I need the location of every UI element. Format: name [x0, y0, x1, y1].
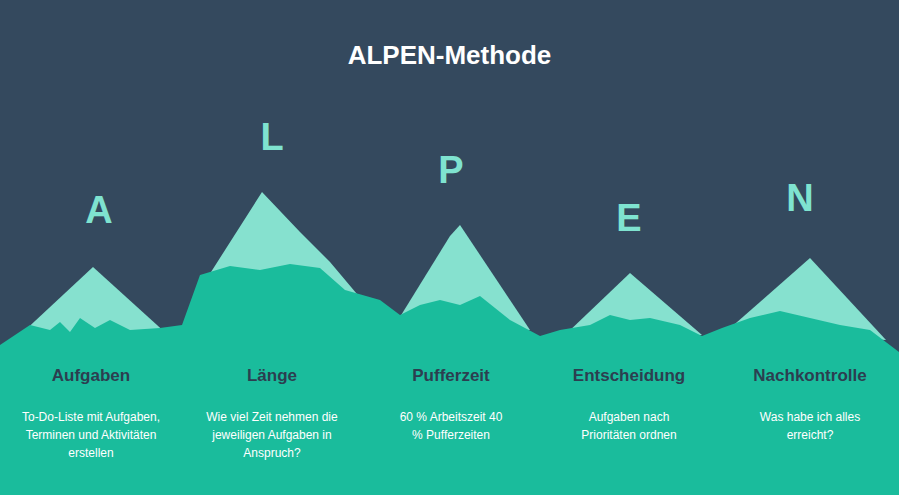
- mountain-letter: P: [356, 148, 546, 192]
- alpen-step: P Pufferzeit 60 % Arbeitszeit 40 % Pufferz…: [356, 0, 546, 495]
- mountain-letter: E: [534, 196, 724, 240]
- step-heading: Aufgaben: [52, 365, 130, 387]
- alpen-step: L LängeWie viel Zeit nehmen die jeweilige…: [177, 0, 367, 495]
- step-description: Was habe ich alles erreicht?: [745, 408, 875, 444]
- step-description: Aufgaben nach Prioritäten ordnen: [570, 408, 688, 444]
- step-heading: Länge: [247, 365, 297, 387]
- step-description: To-Do-Liste mit Aufgaben, Terminen und A…: [5, 408, 177, 462]
- mountain-letter: N: [705, 176, 895, 220]
- step-heading: Pufferzeit: [412, 365, 489, 387]
- step-description: 60 % Arbeitszeit 40 % Pufferzeiten: [396, 408, 506, 444]
- alpen-step: N NachkontrolleWas habe ich alles erreich…: [705, 0, 895, 495]
- mountain-letter: A: [4, 188, 194, 232]
- mountain-letter: L: [177, 115, 367, 159]
- step-description: Wie viel Zeit nehmen die jeweiligen Aufg…: [202, 408, 342, 462]
- alpen-step: E EntscheidungAufgaben nach Prioritäten o…: [534, 0, 724, 495]
- step-heading: Entscheidung: [573, 365, 685, 387]
- diagram-title: ALPEN-Methode: [0, 40, 899, 71]
- alpen-step: A AufgabenTo-Do-Liste mit Aufgaben, Termi…: [4, 0, 194, 495]
- step-heading: Nachkontrolle: [753, 365, 866, 387]
